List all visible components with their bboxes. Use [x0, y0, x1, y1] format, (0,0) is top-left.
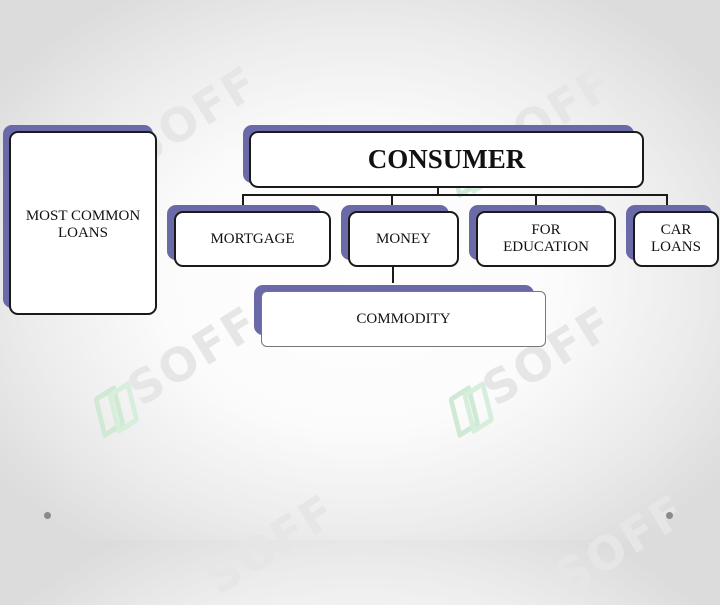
sub-box-commodity: COMMODITY	[261, 291, 546, 347]
category-label: MONEY	[376, 230, 431, 247]
category-label: FOR EDUCATION	[503, 222, 589, 255]
watermark-logo-icon	[440, 381, 492, 433]
connector	[666, 194, 668, 212]
watermark-text: SOFF	[195, 483, 346, 605]
category-box-car-loans: CAR LOANS	[633, 211, 719, 267]
side-label: MOST COMMON LOANS	[25, 208, 141, 241]
connector	[242, 194, 244, 212]
watermark-text: SOFF	[545, 483, 696, 605]
sub-label: COMMODITY	[356, 310, 451, 327]
side-label-box: MOST COMMON LOANS	[9, 131, 157, 315]
connector	[437, 187, 439, 195]
category-box-money: MONEY	[348, 211, 459, 267]
connector	[535, 194, 537, 212]
connector	[392, 266, 394, 283]
watermark: SOFF	[81, 295, 268, 440]
root-box: CONSUMER	[249, 131, 644, 188]
connector	[242, 194, 668, 196]
watermark: SOFF	[546, 483, 696, 605]
category-box-mortgage: MORTGAGE	[174, 211, 331, 267]
category-label: MORTGAGE	[210, 230, 295, 247]
connector	[391, 194, 393, 212]
corner-dot	[44, 512, 51, 519]
corner-dot	[666, 512, 673, 519]
watermark: SOFF	[196, 483, 346, 605]
root-label: CONSUMER	[367, 144, 526, 174]
category-label: CAR LOANS	[650, 222, 701, 255]
category-box-education: FOR EDUCATION	[476, 211, 616, 267]
watermark-logo-icon	[85, 381, 137, 433]
